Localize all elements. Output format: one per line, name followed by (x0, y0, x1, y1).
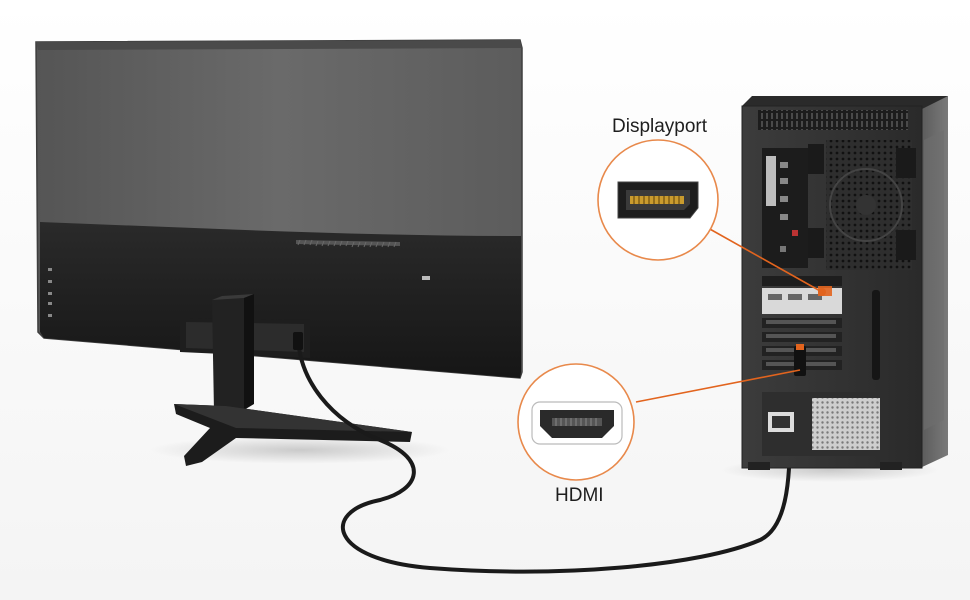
pc-tower (720, 96, 948, 482)
hdmi-cable (296, 336, 798, 574)
monitor-vent (296, 239, 400, 248)
cable-plug-monitor (293, 332, 303, 350)
top-vent (758, 110, 908, 130)
hdmi-connector-icon (531, 401, 623, 445)
displayport-connector-icon (617, 181, 699, 219)
cable-plug-pc (794, 346, 806, 376)
monitor (35, 39, 523, 464)
hdmi-pointer-line (635, 369, 801, 403)
displayport-pointer-dot (818, 288, 826, 296)
monitor-buttons (48, 268, 52, 317)
displayport-pointer-line (707, 227, 823, 293)
hdmi-label: HDMI (555, 485, 604, 506)
displayport-label: Displayport (612, 116, 708, 137)
hdmi-callout (517, 363, 635, 481)
monitor-indicator (422, 276, 430, 280)
displayport-callout (597, 139, 719, 261)
